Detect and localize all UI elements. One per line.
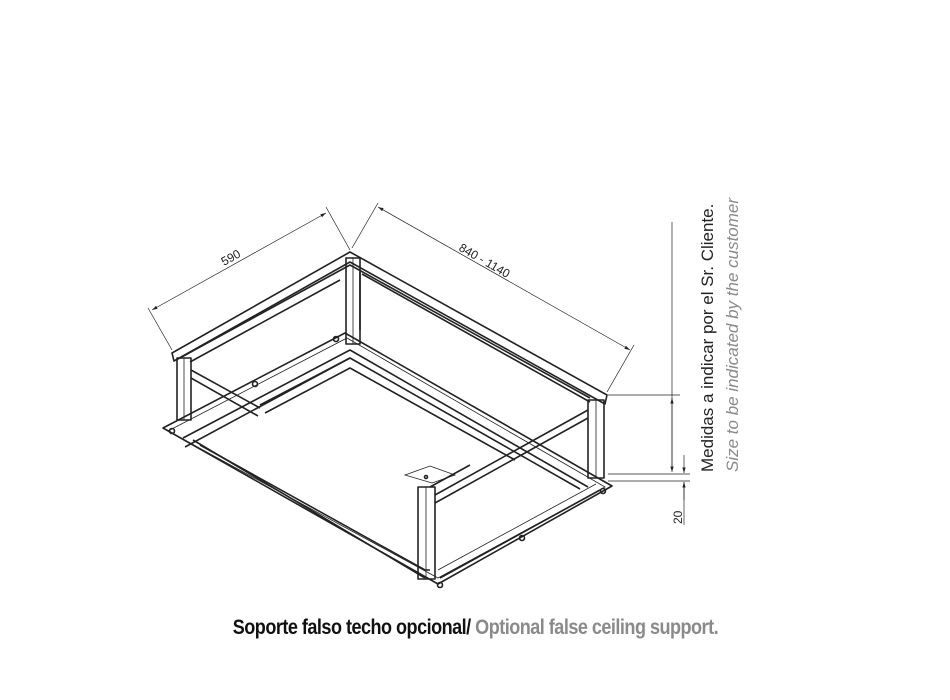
dimension-height: 20 [608, 222, 690, 525]
dimension-length-label: 840 - 1140 [457, 240, 513, 281]
note-spanish: Medidas a indicar por el Sr. Cliente. [698, 204, 717, 472]
caption: Soporte falso techo opcional/ Optional f… [67, 616, 884, 640]
caption-english: Optional false ceiling support. [470, 616, 719, 639]
dimension-width-label: 590 [219, 247, 244, 269]
bottom-frame [162, 332, 613, 589]
caption-spanish: Soporte falso techo opcional/ [232, 616, 471, 639]
dimension-offset-label: 20 [671, 510, 685, 524]
note-english: Size to be indicated by the customer [723, 197, 742, 472]
dimension-length: 840 - 1140 [351, 202, 635, 393]
frame-posts [176, 257, 605, 580]
